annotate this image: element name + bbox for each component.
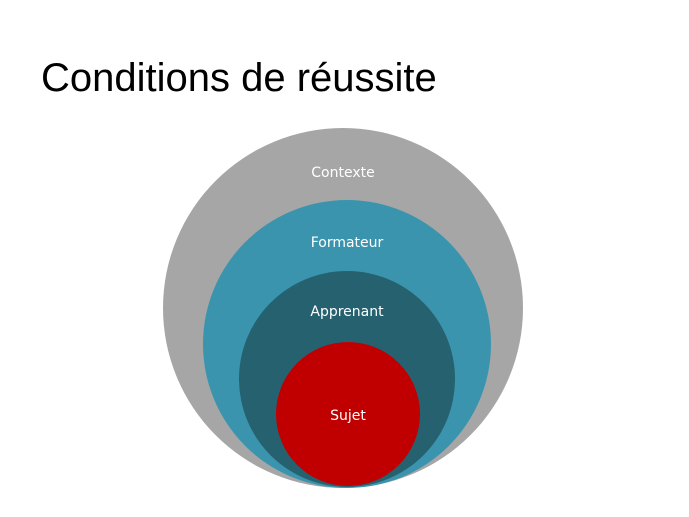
ring-label-sujet: Sujet (330, 408, 366, 424)
ring-sujet (276, 342, 420, 486)
ring-label-formateur: Formateur (311, 235, 384, 251)
ring-label-apprenant: Apprenant (310, 304, 384, 320)
page-title: Conditions de réussite (41, 56, 437, 100)
ring-label-contexte: Contexte (311, 165, 374, 181)
